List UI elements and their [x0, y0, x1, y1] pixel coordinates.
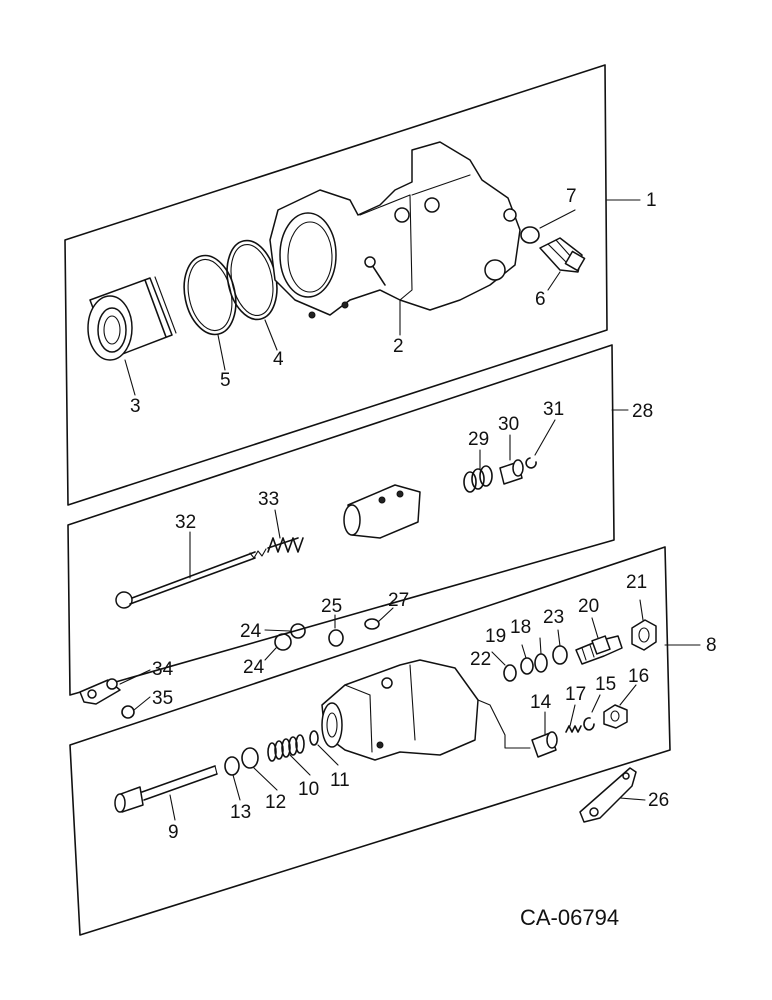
part-9-plunger: [114, 765, 218, 813]
callout-28: 28: [632, 401, 653, 422]
part-21-nut: [631, 619, 657, 651]
part-18-ring: [534, 653, 548, 673]
callout-6: 6: [535, 289, 546, 310]
part-23-ring: [552, 645, 568, 665]
part-14-cap: [531, 731, 558, 758]
callout-25: 25: [321, 596, 342, 617]
callout-22: 22: [470, 649, 491, 670]
part-10-spring: [267, 734, 305, 762]
part-33-spring: [267, 537, 304, 553]
part-5-ring: [183, 254, 237, 336]
part-32-rod: [115, 548, 267, 609]
part-4-oring-inner: [230, 243, 274, 317]
part-24-washer-b: [274, 633, 292, 651]
part-35-ring: [121, 705, 135, 719]
valve-leader-line: [477, 699, 531, 749]
callout-29: 29: [468, 429, 489, 450]
callout-4: 4: [273, 349, 284, 370]
callout-24a: 24: [240, 621, 262, 642]
callout-15: 15: [595, 674, 616, 695]
callout-17: 17: [565, 684, 586, 705]
panel-assembly-28: [67, 344, 615, 696]
part-7-oring: [520, 226, 540, 244]
part-12-washer: [241, 747, 259, 769]
callout-13: 13: [230, 802, 251, 823]
drawing-number: CA-06794: [520, 905, 619, 930]
part-19-ring: [520, 657, 534, 675]
part-13-washer: [224, 756, 240, 776]
part-2-housing: [269, 141, 521, 319]
part-30-sleeve: [499, 459, 524, 485]
callout-20: 20: [578, 596, 599, 617]
valve-spool-body: [343, 484, 421, 539]
callout-14: 14: [530, 692, 552, 713]
part-11-ring: [309, 730, 319, 746]
part-5-ring-inner: [187, 258, 233, 332]
callout-12: 12: [265, 792, 286, 813]
part-6-fitting: [539, 237, 586, 273]
part-17-spring: [565, 725, 582, 733]
part-22-ring: [503, 664, 517, 682]
callout-7: 7: [566, 186, 577, 207]
callout-9: 9: [168, 822, 179, 843]
callout-26: 26: [648, 790, 669, 811]
part-24-washer-a: [290, 623, 306, 639]
callout-31: 31: [543, 399, 564, 420]
part-34-link: [79, 678, 121, 705]
callout-35: 35: [152, 688, 173, 709]
callout-16: 16: [628, 666, 649, 687]
callout-11: 11: [330, 770, 350, 791]
callout-21: 21: [626, 572, 647, 593]
callout-2: 2: [393, 336, 404, 357]
panel-assembly-1: [64, 64, 608, 506]
callout-24b: 24: [243, 657, 265, 678]
callout-10: 10: [298, 779, 319, 800]
callout-33: 33: [258, 489, 279, 510]
callout-8: 8: [706, 635, 717, 656]
callout-23: 23: [543, 607, 564, 628]
callout-32: 32: [175, 512, 196, 533]
callout-30: 30: [498, 414, 519, 435]
part-20-fitting: [575, 635, 623, 665]
callout-27: 27: [388, 590, 409, 611]
part-15-ring: [583, 717, 595, 731]
panel-assembly-8: [69, 546, 671, 936]
callout-3: 3: [130, 396, 141, 417]
part-29-spring: [463, 465, 493, 493]
callout-18: 18: [510, 617, 531, 638]
valve-body: [321, 659, 479, 761]
callout-19: 19: [485, 626, 506, 647]
part-25-ring: [328, 629, 344, 647]
callout-1: 1: [646, 190, 657, 211]
callout-leaders: [119, 199, 701, 821]
callout-34: 34: [152, 659, 174, 680]
part-31-clip: [525, 457, 537, 469]
part-3-piston: [87, 276, 177, 361]
part-26-bracket: [579, 767, 637, 823]
part-27-ring: [364, 618, 380, 630]
part-16-nut: [603, 704, 628, 729]
callout-5: 5: [220, 370, 231, 391]
